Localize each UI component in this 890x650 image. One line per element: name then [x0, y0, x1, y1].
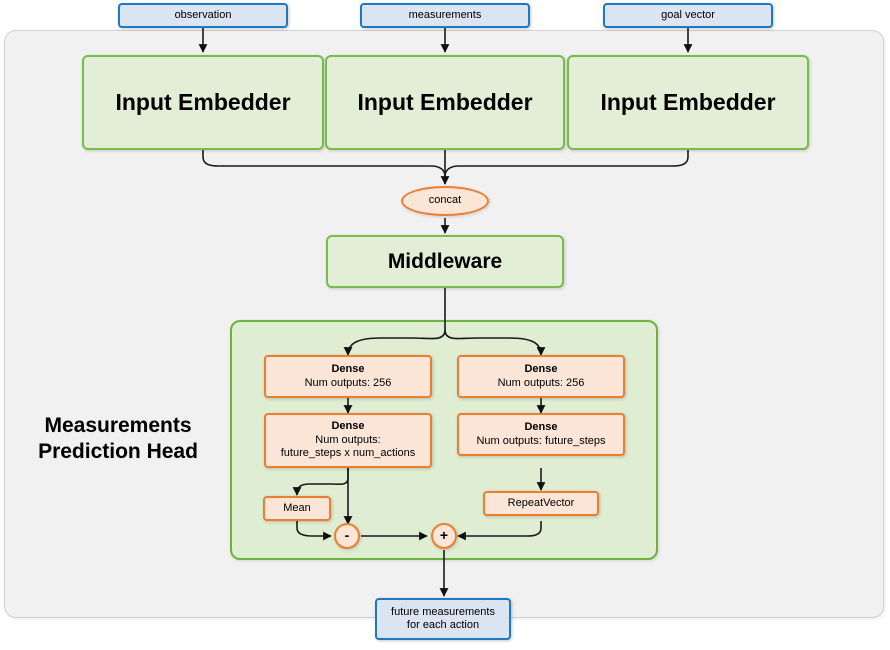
input-box-goal-vector[interactable]: goal vector — [603, 3, 773, 28]
module-input-embedder-2[interactable]: Input Embedder — [325, 55, 565, 150]
layer-mean-label: Mean — [283, 501, 311, 514]
layer-left-dense-1-title: Dense — [331, 363, 365, 376]
layer-left-dense-2-subtitle-2: future_steps x num_actions — [280, 447, 416, 460]
module-input-embedder-3[interactable]: Input Embedder — [567, 55, 809, 150]
op-subtract-symbol: - — [344, 527, 350, 544]
op-add-symbol: + — [439, 527, 449, 544]
layer-right-dense-1-title: Dense — [524, 363, 558, 376]
layer-left-dense-1[interactable]: Dense Num outputs: 256 — [264, 355, 432, 398]
head-title-line-1: Measurements — [44, 414, 192, 437]
layer-left-dense-1-subtitle: Num outputs: 256 — [304, 376, 392, 389]
module-label-input-embedder-1: Input Embedder — [115, 89, 291, 116]
layer-left-dense-2[interactable]: Dense Num outputs: future_steps x num_ac… — [264, 413, 432, 468]
op-subtract[interactable]: - — [334, 523, 360, 549]
head-title-line-2: Prediction Head — [38, 440, 198, 464]
module-label-middleware: Middleware — [387, 249, 503, 273]
op-concat[interactable]: concat — [401, 186, 489, 216]
layer-right-dense-2-subtitle: Num outputs: future_steps — [476, 434, 606, 447]
module-input-embedder-1[interactable]: Input Embedder — [82, 55, 324, 150]
layer-left-dense-2-subtitle-1: Num outputs: — [315, 433, 381, 446]
op-add[interactable]: + — [431, 523, 457, 549]
output-label-line-2: for each action — [406, 619, 480, 631]
layer-right-dense-1[interactable]: Dense Num outputs: 256 — [457, 355, 625, 398]
input-label-goal-vector: goal vector — [661, 8, 715, 21]
measurements-prediction-head-title: Measurements Prediction Head — [18, 413, 218, 466]
output-box-future-measurements[interactable]: future measurements for each action — [375, 598, 511, 640]
layer-left-dense-2-title: Dense — [331, 420, 365, 433]
op-concat-label: concat — [428, 194, 462, 207]
layer-repeat-vector[interactable]: RepeatVector — [483, 491, 599, 516]
input-label-measurements: measurements — [408, 8, 482, 21]
output-label-line-1: future measurements — [391, 605, 495, 618]
input-label-observation: observation — [174, 8, 232, 21]
layer-right-dense-2[interactable]: Dense Num outputs: future_steps — [457, 413, 625, 456]
layer-right-dense-1-subtitle: Num outputs: 256 — [497, 376, 585, 389]
module-label-input-embedder-2: Input Embedder — [357, 89, 533, 116]
module-middleware[interactable]: Middleware — [326, 235, 564, 288]
input-box-measurements[interactable]: measurements — [360, 3, 530, 28]
input-box-observation[interactable]: observation — [118, 3, 288, 28]
layer-right-dense-2-title: Dense — [524, 421, 558, 434]
layer-mean[interactable]: Mean — [263, 496, 331, 521]
module-label-input-embedder-3: Input Embedder — [600, 89, 776, 116]
layer-repeat-vector-label: RepeatVector — [507, 496, 575, 509]
